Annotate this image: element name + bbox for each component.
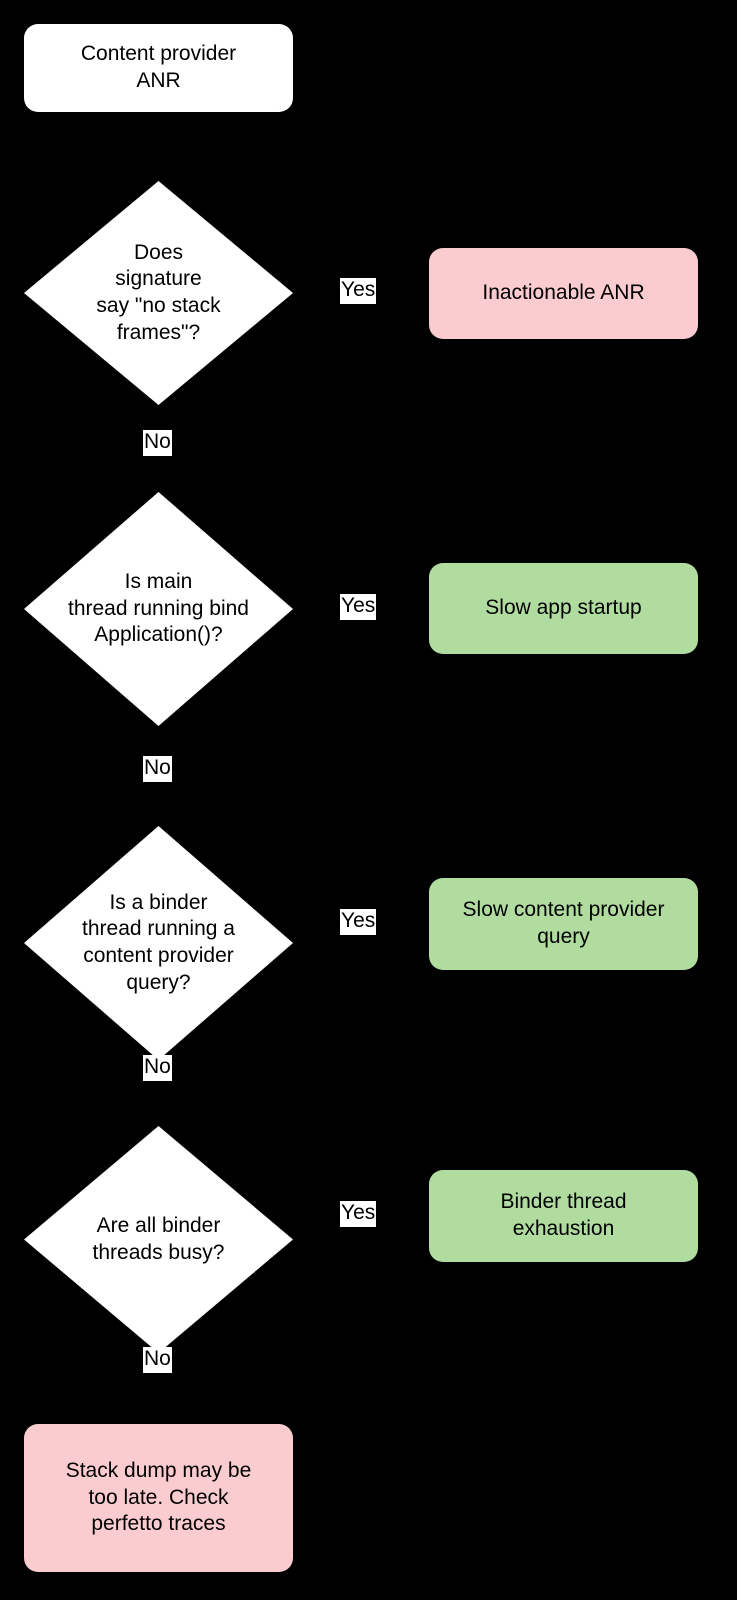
edge-label-no-2: No: [143, 756, 172, 782]
node-label: Slow app startup: [485, 596, 642, 620]
node-decision-binder-thread-query[interactable]: Is a binder thread running a content pro…: [24, 826, 293, 1060]
node-label: Is main thread running bind Application(…: [68, 570, 249, 647]
edge-label-yes-1: Yes: [340, 278, 377, 304]
node-label: Inactionable ANR: [482, 281, 645, 305]
node-decision-binder-threads-busy[interactable]: Are all binder threads busy?: [24, 1126, 293, 1353]
edge-label-yes-3: Yes: [340, 909, 377, 935]
edge-label-no-4: No: [143, 1347, 172, 1373]
edge-label-yes-2: Yes: [340, 594, 377, 620]
node-content-provider-anr[interactable]: Content provider ANR: [24, 24, 293, 112]
edge-label-yes-4: Yes: [340, 1201, 377, 1227]
node-decision-no-stack-frames[interactable]: Does signature say "no stack frames"?: [24, 181, 293, 405]
edge-label-no-3: No: [143, 1055, 172, 1081]
node-outcome-stack-dump-too-late[interactable]: Stack dump may be too late. Check perfet…: [24, 1424, 293, 1572]
edge-label-no-1: No: [143, 430, 172, 456]
node-outcome-inactionable-anr[interactable]: Inactionable ANR: [429, 248, 698, 339]
diamond-label-wrap: Is a binder thread running a content pro…: [24, 826, 293, 1060]
node-outcome-slow-app-startup[interactable]: Slow app startup: [429, 563, 698, 654]
node-label: Stack dump may be too late. Check perfet…: [65, 1459, 252, 1536]
diamond-label-wrap: Does signature say "no stack frames"?: [24, 181, 293, 405]
node-label: Is a binder thread running a content pro…: [82, 890, 235, 994]
diamond-label-wrap: Are all binder threads busy?: [24, 1126, 293, 1353]
node-outcome-slow-content-provider-query[interactable]: Slow content provider query: [429, 878, 698, 970]
node-label: Binder thread exhaustion: [500, 1190, 627, 1240]
diamond-label-wrap: Is main thread running bind Application(…: [24, 492, 293, 726]
node-label: Are all binder threads busy?: [92, 1213, 225, 1264]
node-outcome-binder-thread-exhaustion[interactable]: Binder thread exhaustion: [429, 1170, 698, 1262]
node-label: Does signature say "no stack frames"?: [96, 240, 221, 344]
node-decision-bind-application[interactable]: Is main thread running bind Application(…: [24, 492, 293, 726]
node-label: Slow content provider query: [462, 898, 665, 948]
node-label: Content provider ANR: [80, 42, 237, 92]
